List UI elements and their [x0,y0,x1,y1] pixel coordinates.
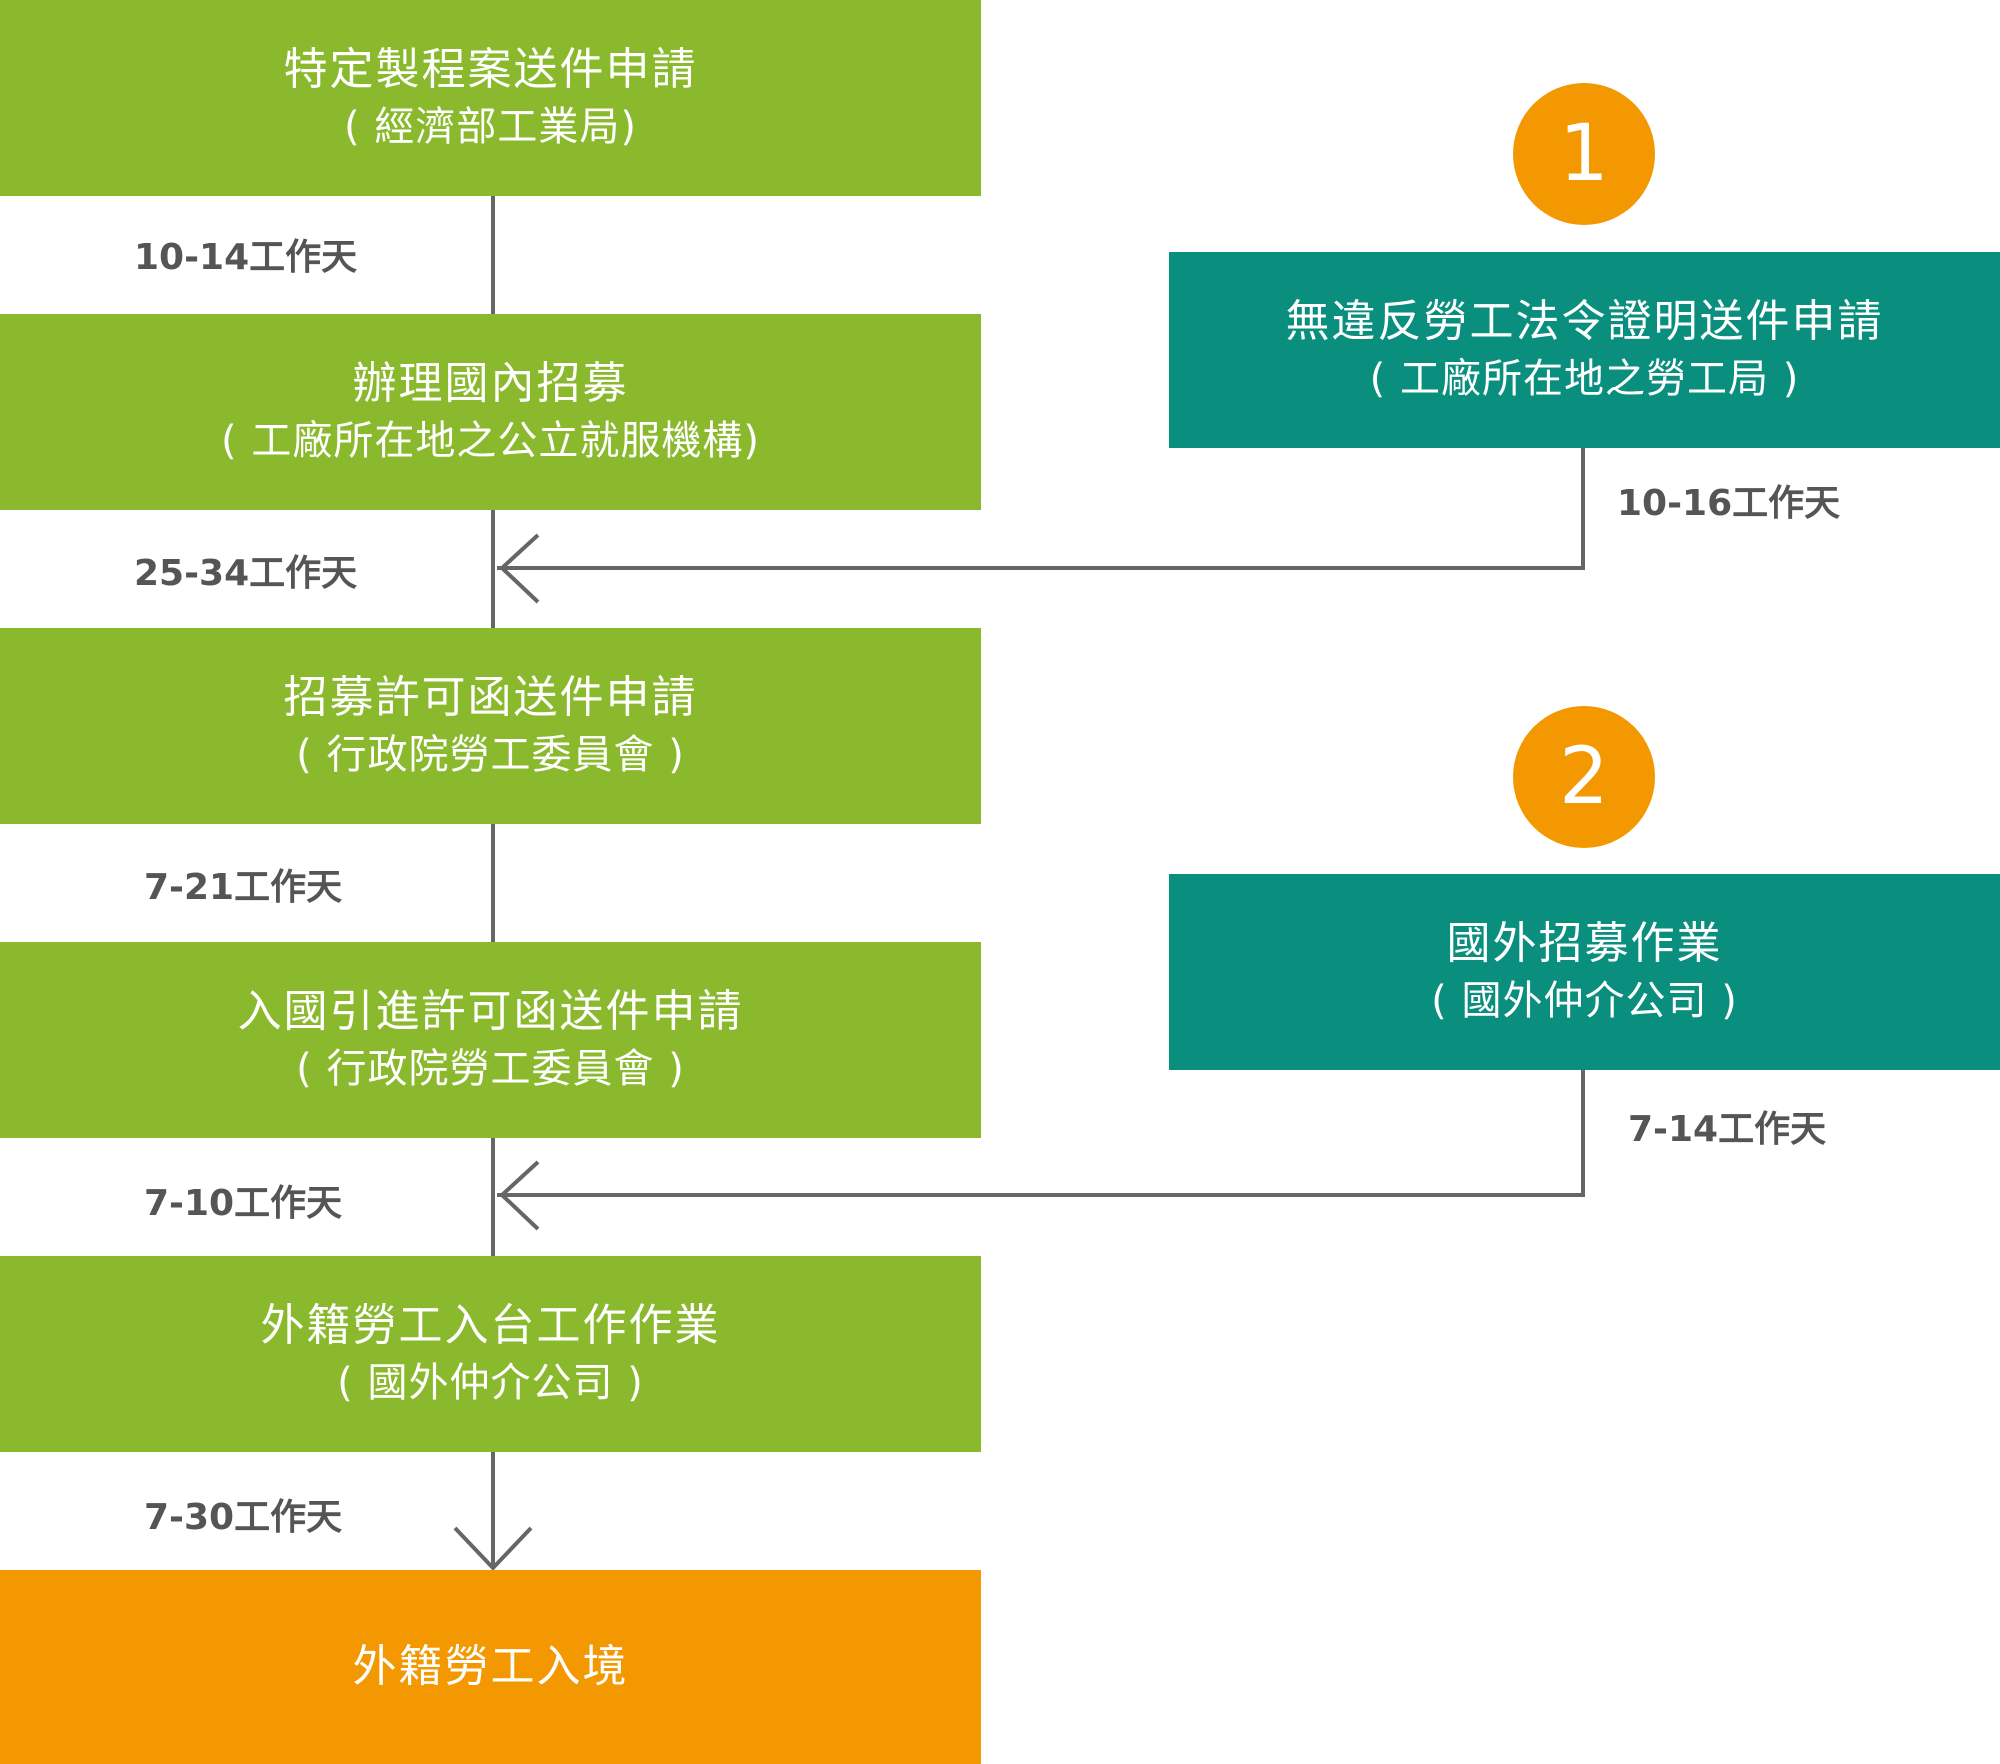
step-subtitle: ( 工廠所在地之公立就服機構) [221,418,760,464]
step-box-final: 外籍勞工入境 [0,1570,981,1764]
side-step-box-2: 國外招募作業 ( 國外仲介公司 ) [1169,874,2000,1070]
side-step-box-1: 無違反勞工法令證明送件申請 ( 工廠所在地之勞工局 ) [1169,252,2000,448]
step-subtitle: ( 行政院勞工委員會 ) [296,1046,685,1092]
step-title: 辦理國內招募 [352,358,629,409]
side-duration-label-2: 7-14工作天 [1628,1109,1827,1150]
step-box-4: 入國引進許可函送件申請 ( 行政院勞工委員會 ) [0,942,981,1138]
duration-label-3: 7-21工作天 [144,867,343,908]
side-connector-2 [497,1070,1585,1197]
side-step-title: 無違反勞工法令證明送件申請 [1285,296,1884,347]
step-title: 外籍勞工入境 [352,1641,629,1692]
duration-label-4: 7-10工作天 [144,1183,343,1224]
step-box-5: 外籍勞工入台工作作業 ( 國外仲介公司 ) [0,1256,981,1452]
step-number-badge-2: 2 [1513,706,1655,848]
step-subtitle: ( 國外仲介公司 ) [337,1360,644,1406]
step-subtitle: ( 經濟部工業局) [344,104,637,150]
side-step-subtitle: ( 工廠所在地之勞工局 ) [1369,356,1800,402]
side-duration-label-1: 10-16工作天 [1617,483,1841,524]
arrow-head-side-2 [499,1160,540,1231]
duration-label-2: 25-34工作天 [134,553,358,594]
step-box-1: 特定製程案送件申請 ( 經濟部工業局) [0,0,981,196]
step-box-2: 辦理國內招募 ( 工廠所在地之公立就服機構) [0,314,981,510]
step-title: 招募許可函送件申請 [283,672,698,723]
duration-label-1: 10-14工作天 [134,237,358,278]
step-subtitle: ( 行政院勞工委員會 ) [296,732,685,778]
step-title: 外籍勞工入台工作作業 [260,1300,721,1351]
step-number-badge-1: 1 [1513,83,1655,225]
arrow-head-final [453,1526,533,1571]
step-title: 入國引進許可函送件申請 [237,986,744,1037]
side-step-subtitle: ( 國外仲介公司 ) [1431,978,1738,1024]
side-step-title: 國外招募作業 [1446,918,1723,969]
arrow-head-side-1 [499,533,540,604]
step-box-3: 招募許可函送件申請 ( 行政院勞工委員會 ) [0,628,981,824]
duration-label-5: 7-30工作天 [144,1497,343,1538]
side-connector-1 [497,446,1585,570]
step-title: 特定製程案送件申請 [283,44,698,95]
